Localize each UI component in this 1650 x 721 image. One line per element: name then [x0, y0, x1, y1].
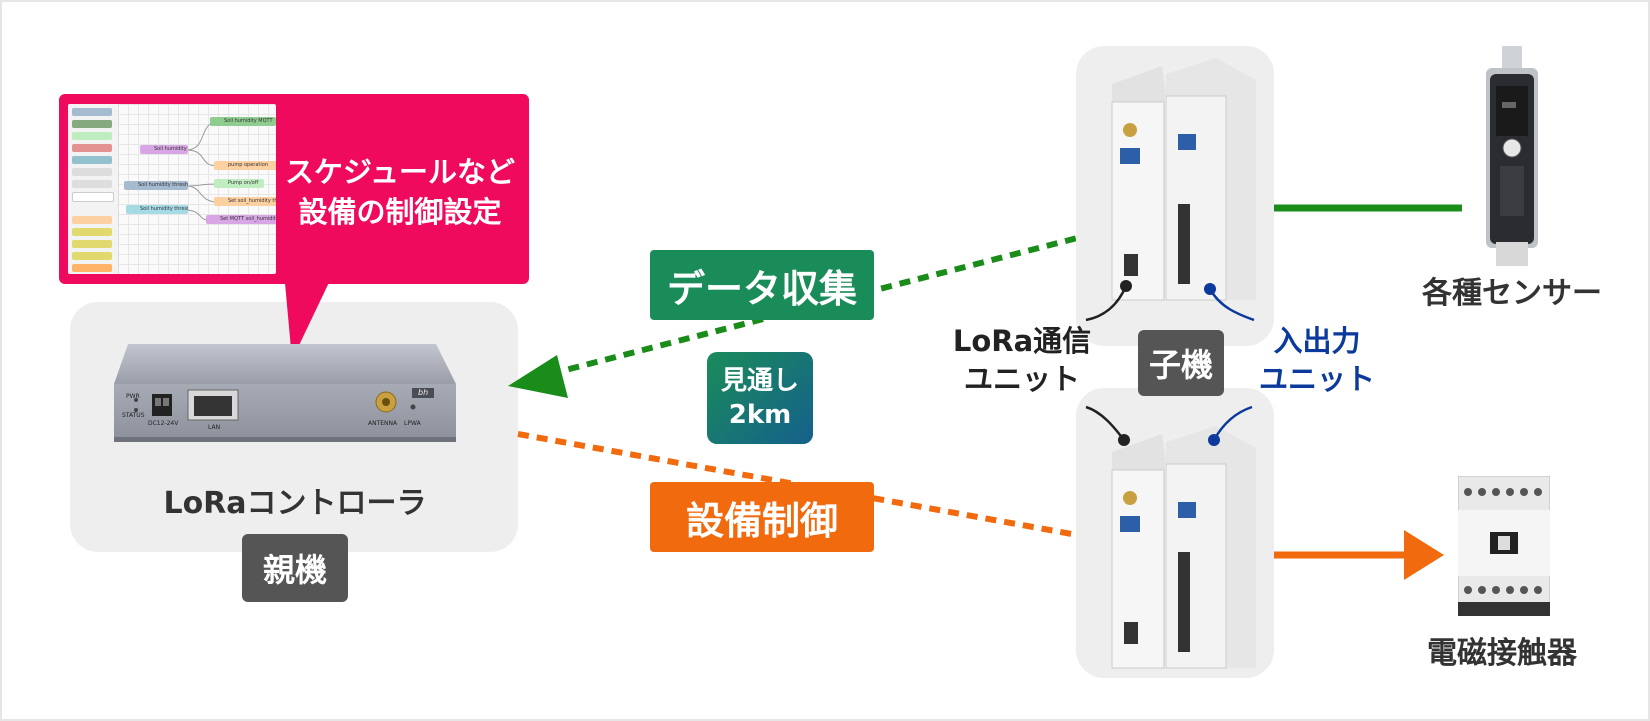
flow-node-4: Soil humidity threshold — [124, 181, 188, 190]
child-role-badge: 子機 — [1138, 330, 1224, 396]
flow-node-8: Set MQTT soil_humidity_threshold — [206, 215, 276, 224]
data-collection-badge: データ収集 — [650, 250, 874, 320]
palette-node-change — [72, 240, 112, 248]
palette-node-template — [72, 264, 112, 272]
palette-node-range — [72, 252, 112, 260]
controller-label-antenna: ANTENNA — [368, 420, 398, 427]
palette-node-catch — [72, 144, 112, 152]
controller-label-pwr: PWR — [126, 393, 140, 400]
lora-unit-line-2: ユニット — [963, 362, 1080, 396]
controller-label-status: STATUS — [122, 412, 145, 419]
callout-line-2: 設備の制御設定 — [298, 195, 502, 229]
palette-node-function — [72, 216, 112, 224]
lora-controller-device — [114, 344, 456, 442]
range-line-2: 2km — [728, 400, 792, 430]
data-collection-arrowhead — [508, 355, 568, 398]
flow-node-7: Set soil_humidity threshold — [214, 197, 276, 206]
equipment-control-badge: 設備制御 — [650, 482, 874, 552]
flow-node-6: Soil humidity threshold — [126, 205, 188, 214]
io-unit-label: 入出力 ユニット — [1252, 322, 1382, 398]
flow-node-2: Soil humidity — [140, 145, 188, 154]
io-unit-line-2: ユニット — [1258, 362, 1375, 396]
lora-unit-line-1: LoRa通信 — [952, 324, 1092, 358]
range-badge: 見通し 2km — [707, 352, 813, 444]
palette-node-comment — [72, 192, 114, 202]
palette-node-link-in — [72, 168, 112, 176]
controller-label-lan: LAN — [208, 424, 221, 431]
parent-role-badge: 親機 — [242, 534, 348, 602]
flow-editor-screenshot: Soil humidity MQTT Soil humidity pump op… — [68, 104, 276, 274]
palette-node-switch — [72, 228, 112, 236]
palette-node-debug — [72, 120, 112, 128]
child-units-upper — [1111, 58, 1256, 301]
equipment-control-line — [517, 431, 1117, 545]
controller-brand-logo: bh — [418, 388, 429, 397]
io-unit-line-1: 入出力 — [1273, 324, 1361, 358]
palette-node-complete — [72, 132, 112, 140]
controller-label-lpwa: LPWA — [404, 420, 421, 427]
lora-unit-label: LoRa通信 ユニット — [952, 322, 1092, 398]
callout-line-1: スケジュールなど — [285, 155, 515, 189]
flow-node-5: Pump on/off — [214, 179, 264, 188]
contactor-arrowhead — [1404, 530, 1444, 580]
flow-node-3: pump operation — [214, 161, 276, 170]
palette-node-link-out — [72, 180, 112, 188]
range-line-1: 見通し — [720, 366, 799, 396]
callout-text: スケジュールなど 設備の制御設定 — [280, 152, 520, 232]
child-units-lower — [1111, 426, 1256, 669]
contactor-label: 電磁接触器 — [1427, 636, 1577, 671]
sensor-device — [1486, 46, 1538, 266]
sensors-label: 各種センサー — [1422, 276, 1602, 311]
palette-node-status — [72, 156, 112, 164]
contactor-device — [1458, 476, 1550, 616]
controller-name: LoRaコントローラ — [163, 486, 427, 521]
controller-label-dc: DC12-24V — [148, 420, 179, 427]
callout-pointer — [284, 272, 334, 360]
palette-node-inject — [72, 108, 112, 116]
flow-node-1: Soil humidity MQTT — [210, 117, 276, 126]
